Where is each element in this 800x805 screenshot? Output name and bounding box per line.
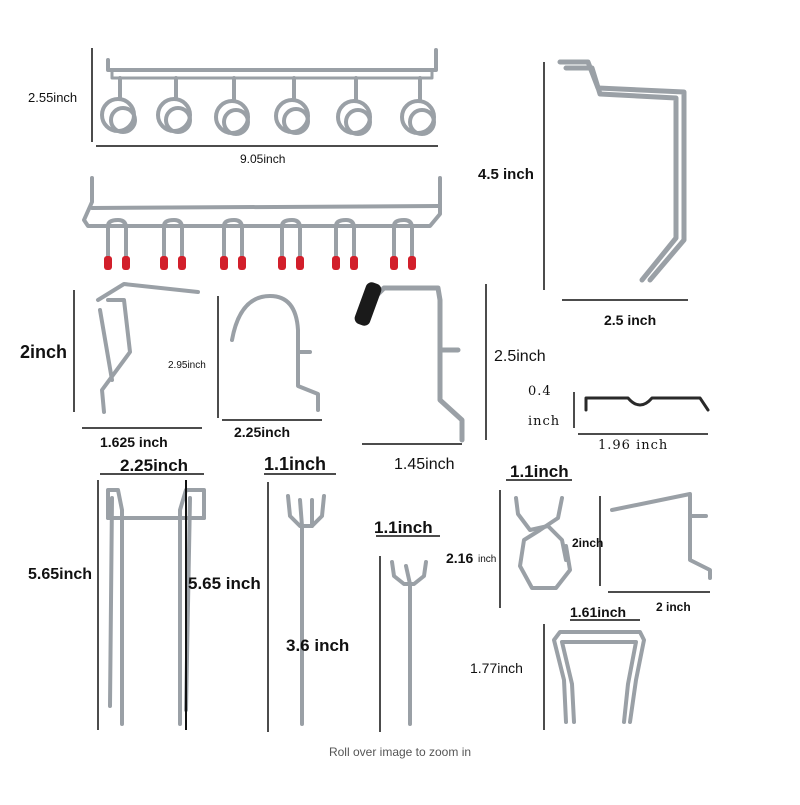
l-hook-width-label: 2 inch [656,600,691,614]
curved-hook-width-label: 2.25inch [234,424,291,440]
dimension-lines [73,48,710,732]
jhook-height-label: 4.5 inch [478,166,534,183]
spring-clip [584,396,710,412]
z-hook [96,282,200,414]
zhook-height-label: 2inch [20,342,68,362]
small-pick-width-label: 1.1inch [374,518,433,537]
capped-hook-width-label: 1.45inch [394,456,455,473]
spiral-hook-height-unit-label: inch [478,554,497,565]
staple-width-label: 1.61inch [570,604,627,620]
l-hook [610,492,712,580]
jhook-rail [82,176,442,264]
zhook-width-label: 1.625 inch [100,434,168,450]
red-caps [104,256,416,270]
spiral-hook-height-label: 2.16 [446,550,474,566]
clip-height-label: 0.4 [528,384,552,399]
clip-height-unit-label: inch [528,414,561,429]
pick-height-label: 3.6 inch [286,636,350,655]
capped-hook [369,285,465,443]
curved-hook [230,294,320,412]
jhook-width-label: 2.5 inch [604,312,657,328]
ring-hooks [100,76,436,136]
double-hook-width-label: 2.25inch [120,456,189,475]
ring-hook-height-label: 2.55inch [28,90,78,105]
double-hook-height-left-label: 5.65inch [28,566,93,583]
capped-hook-height-label: 2.5inch [494,348,546,365]
staple-height-label: 1.77inch [470,660,523,676]
staple-hook [552,630,646,724]
large-j-hook [557,59,687,283]
clip-width-label: 1.96 inch [598,438,669,453]
ring-hook-width-label: 9.05inch [240,152,286,166]
single-pick [286,494,326,726]
ring-hook-rail [100,48,438,136]
spiral-hook-width-label: 1.1inch [510,462,569,481]
small-pick [390,560,428,726]
zoom-caption: Roll over image to zoom in [328,745,472,759]
black-cap [354,282,382,326]
spiral-hook [514,496,572,590]
l-hook-height-label: 2inch [572,536,604,550]
pick-width-label: 1.1inch [264,454,327,474]
double-prong-hook [106,488,206,726]
double-hook-height-right-label: 5.65 inch [188,574,261,593]
curved-hook-height-label: 2.95inch [168,360,206,371]
